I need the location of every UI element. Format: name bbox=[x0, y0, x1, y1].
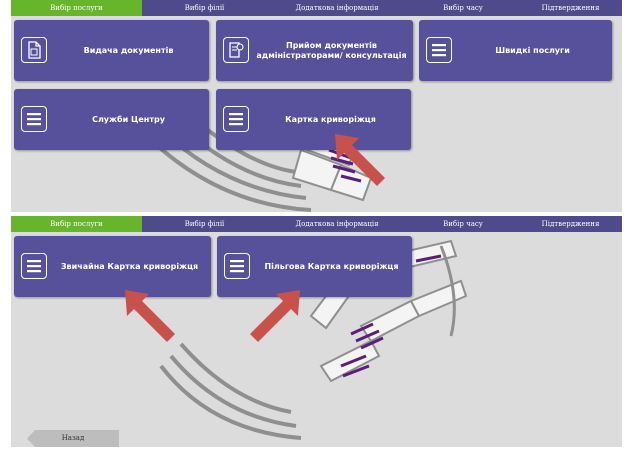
back-button-label: Назад bbox=[61, 434, 85, 442]
back-arrow-icon bbox=[27, 430, 119, 447]
step-time-selection[interactable]: Вибір часу bbox=[443, 4, 483, 12]
list-icon bbox=[224, 252, 250, 279]
tile-discount-card[interactable]: Пільгова Картка криворіжця bbox=[217, 236, 412, 297]
step-confirmation[interactable]: Підтвердження bbox=[541, 220, 600, 228]
tile-document-reception[interactable]: Прийом документів адміністраторами/ конс… bbox=[216, 20, 413, 81]
screen-service-selection: Вибір послуги Вибір філії Додаткова інфо… bbox=[11, 0, 622, 212]
list-icon bbox=[21, 105, 47, 132]
tile-label: Служби Центру bbox=[92, 114, 165, 124]
tile-kryvorizhets-card[interactable]: Картка криворіжця bbox=[216, 89, 411, 150]
step-branch-selection[interactable]: Вибір філії bbox=[184, 4, 225, 12]
step-additional-info[interactable]: Додаткова інформація bbox=[295, 4, 379, 12]
tile-label: Прийом документів адміністраторами/ конс… bbox=[256, 40, 407, 60]
tile-document-issuance[interactable]: Видача документів bbox=[14, 20, 209, 81]
tile-label: Картка криворіжця bbox=[285, 114, 376, 124]
progress-steps: Вибір послуги Вибір філії Додаткова інфо… bbox=[11, 0, 622, 16]
step-additional-info[interactable]: Додаткова інформація bbox=[295, 220, 379, 228]
document-icon bbox=[21, 36, 47, 63]
list-icon bbox=[426, 36, 452, 63]
tile-quick-services[interactable]: Швидкі послуги bbox=[419, 20, 612, 81]
list-icon bbox=[223, 105, 249, 132]
tile-regular-card[interactable]: Звичайна Картка криворіжця bbox=[14, 236, 211, 297]
list-icon bbox=[21, 252, 47, 279]
tile-label: Звичайна Картка криворіжця bbox=[60, 261, 199, 271]
screen-card-type-selection: Вибір послуги Вибір філії Додаткова інфо… bbox=[11, 216, 622, 447]
step-branch-selection[interactable]: Вибір філії bbox=[184, 220, 225, 228]
document-edit-icon bbox=[223, 36, 249, 63]
step-service-selection[interactable]: Вибір послуги bbox=[11, 216, 142, 232]
tile-label: Швидкі послуги bbox=[495, 45, 570, 55]
step-time-selection[interactable]: Вибір часу bbox=[443, 220, 483, 228]
progress-steps: Вибір послуги Вибір філії Додаткова інфо… bbox=[11, 216, 622, 232]
tile-center-services[interactable]: Служби Центру bbox=[14, 89, 209, 150]
back-button[interactable]: Назад bbox=[27, 430, 119, 447]
step-service-selection[interactable]: Вибір послуги bbox=[11, 0, 142, 16]
tile-label: Видача документів bbox=[83, 45, 174, 55]
step-confirmation[interactable]: Підтвердження bbox=[541, 4, 600, 12]
tile-label: Пільгова Картка криворіжця bbox=[264, 261, 399, 271]
